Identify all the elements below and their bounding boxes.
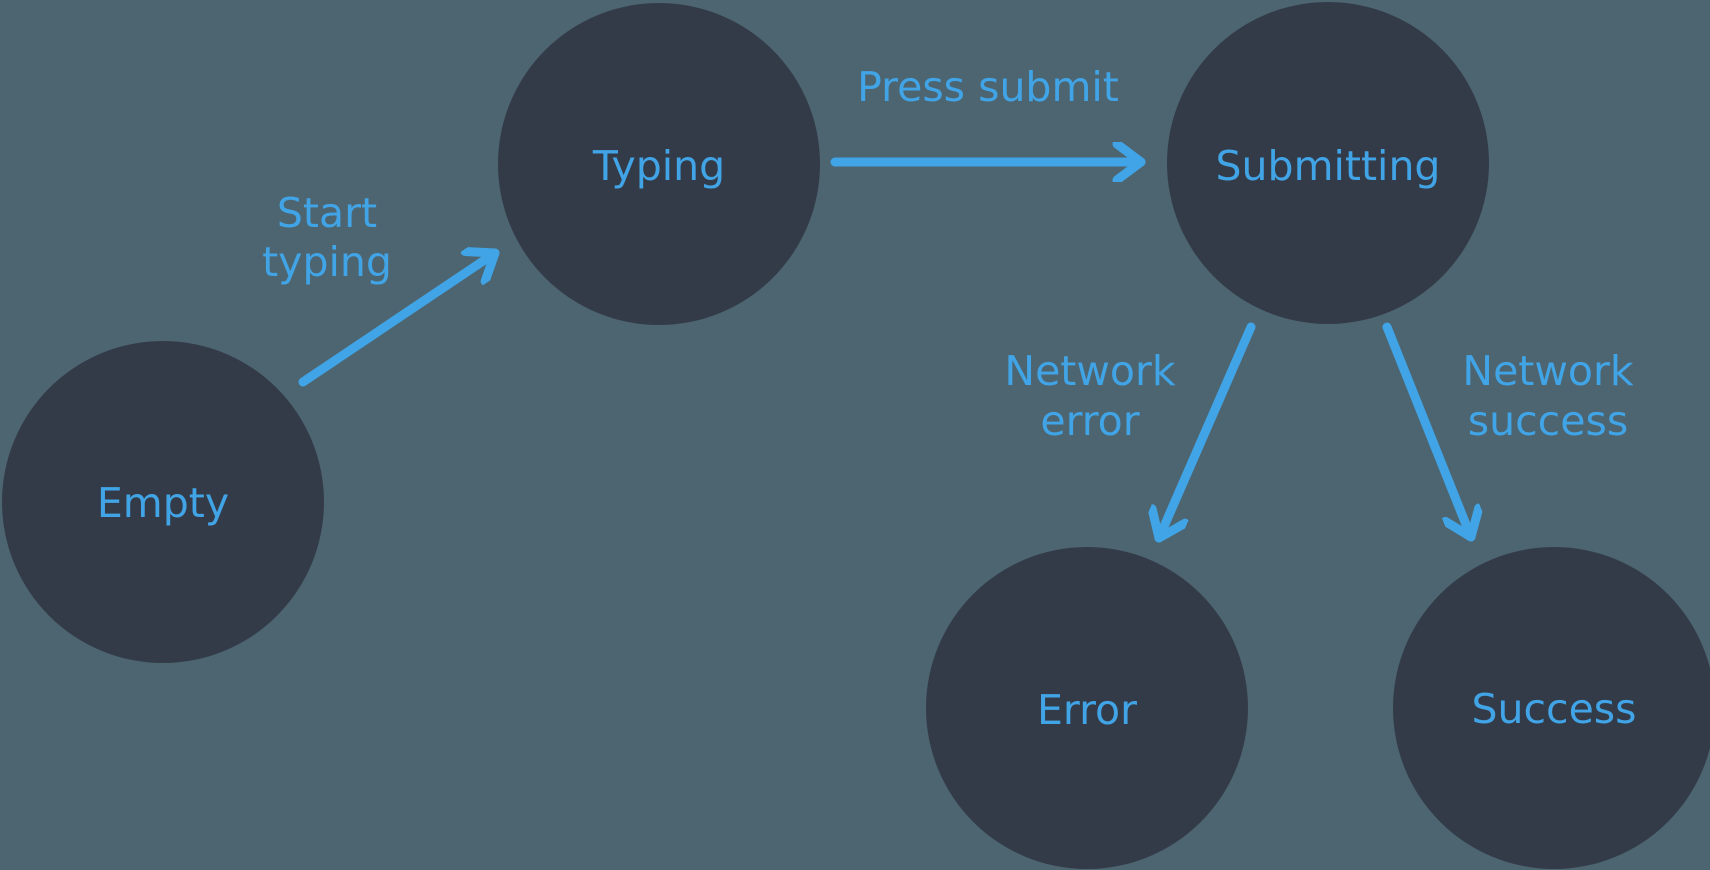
edge-press-submit: Press submit [830,63,1146,162]
state-submitting-circle [1167,2,1489,324]
edge-network-success: Network success [1382,322,1634,542]
state-empty: Empty [2,341,324,663]
state-submitting-label: Submitting [1216,142,1441,190]
state-empty-circle [2,341,324,663]
edge-label-press-submit: Press submit [857,63,1119,111]
network-error-arrow-icon [1159,322,1256,543]
edge-label-start-typing-line1: Start [277,189,377,237]
state-success-circle [1393,547,1710,869]
state-error-label: Error [1037,686,1137,734]
edge-label-start-typing-line2: typing [262,238,392,286]
edge-label-network-error-line1: Network [1004,347,1175,395]
state-typing-circle [498,3,820,325]
edge-network-error: Network error [1004,322,1256,543]
state-success: Success [1393,547,1710,869]
edge-label-network-error-line2: error [1040,397,1139,445]
network-success-arrow-icon [1382,322,1471,542]
edge-label-network-success-line1: Network [1462,347,1633,395]
edge-start-typing: Start typing [262,189,500,387]
state-error: Error [926,547,1248,869]
state-empty-label: Empty [97,479,229,527]
state-submitting: Submitting [1167,2,1489,324]
state-typing-label: Typing [592,142,725,190]
state-typing: Typing [498,3,820,325]
state-error-circle [926,547,1248,869]
edge-label-network-success-line2: success [1468,397,1628,445]
state-success-label: Success [1471,685,1636,733]
start-typing-arrow-icon [298,253,500,387]
